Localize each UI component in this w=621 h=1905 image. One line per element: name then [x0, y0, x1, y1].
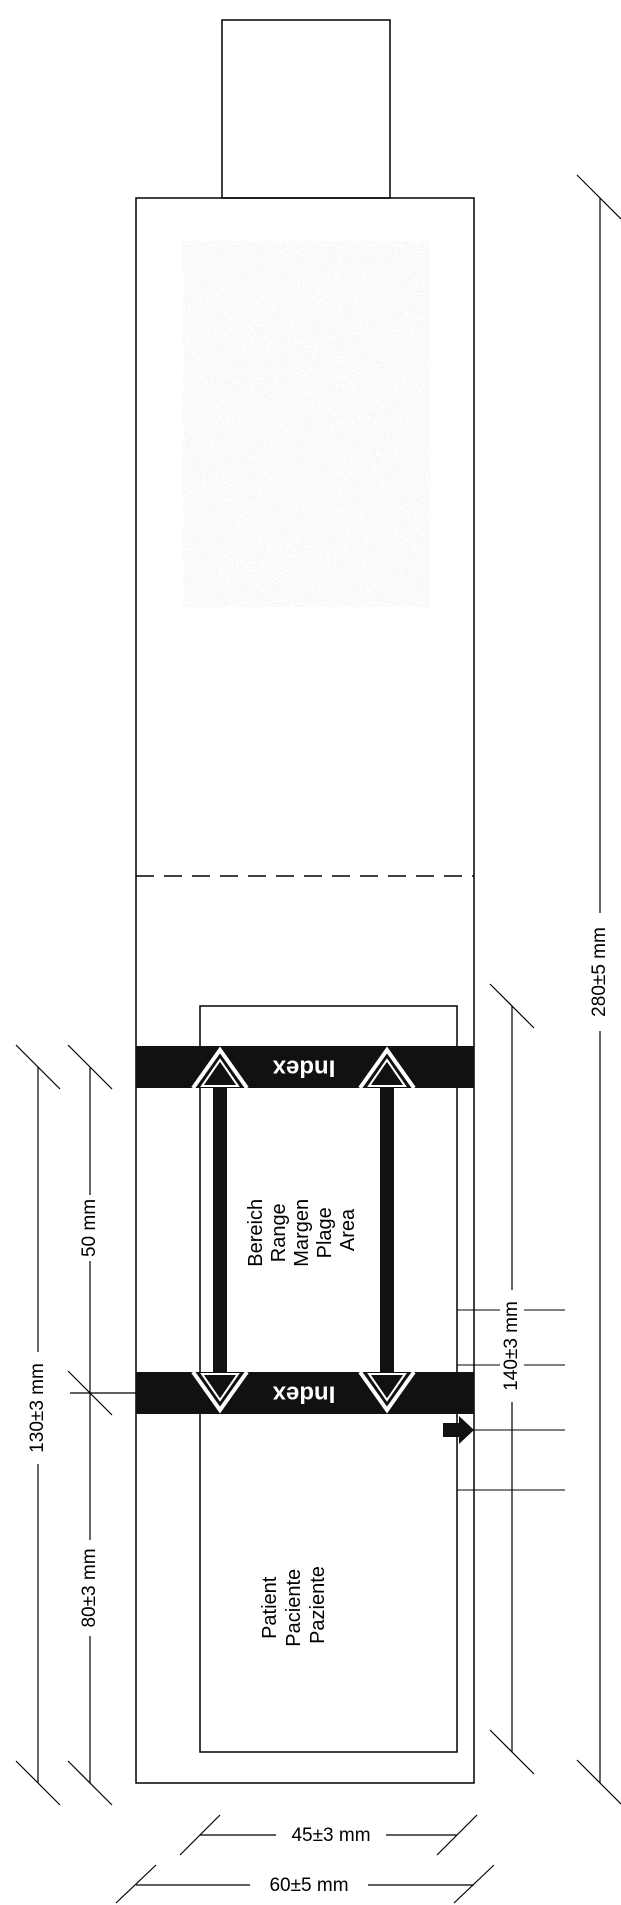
chevron-top-right	[358, 1046, 416, 1090]
top-tab	[221, 19, 391, 199]
dim-tick	[115, 1864, 157, 1904]
range-arrow-right-up	[367, 1058, 407, 1087]
range-label-line: Range	[268, 1203, 290, 1262]
dim-140-label: 140±3 mm	[501, 1301, 522, 1391]
range-label-line: Margen	[291, 1199, 313, 1267]
strip-body	[135, 197, 475, 1784]
test-pad	[182, 240, 431, 608]
dim-tick	[436, 1814, 478, 1856]
index-label-bottom: Index	[272, 1381, 335, 1408]
dim-tick	[67, 1760, 113, 1806]
index-band-top	[136, 1046, 474, 1088]
patient-label-line: Paziente	[307, 1566, 329, 1644]
position-marker-arrow	[443, 1416, 474, 1444]
index-label-top: Index	[272, 1055, 335, 1082]
dim-50-label: 50 mm	[79, 1199, 100, 1257]
chevron-bottom-left	[191, 1370, 249, 1414]
dim-tick	[15, 1760, 61, 1806]
chevron-top-left	[191, 1046, 249, 1090]
chevron-bottom-right	[358, 1370, 416, 1414]
range-arrow-left-shaft	[213, 1085, 227, 1375]
range-label-line: Area	[337, 1208, 359, 1251]
dim-tick	[453, 1864, 495, 1904]
dim-45-label: 45±3 mm	[291, 1825, 370, 1846]
dim-60-label: 60±5 mm	[269, 1875, 348, 1896]
range-label-line: Plage	[314, 1207, 336, 1258]
range-label-line: Bereich	[245, 1199, 267, 1267]
dim-tick	[489, 1729, 535, 1775]
dim-tick	[15, 1044, 61, 1090]
dim-130-label: 130±3 mm	[27, 1363, 48, 1453]
range-label: Bereich Range Margen Plage Area	[245, 1193, 359, 1266]
patient-label: Patient Paciente Paziente	[259, 1563, 329, 1646]
dim-tick	[179, 1814, 221, 1856]
range-arrow-right-down	[367, 1373, 407, 1402]
dim-280-label: 280±5 mm	[589, 927, 610, 1017]
patient-label-line: Paciente	[283, 1569, 305, 1647]
range-arrow-left-down	[200, 1373, 240, 1402]
index-band-bottom	[136, 1372, 474, 1414]
range-arrow-left-up	[200, 1058, 240, 1087]
dim-80-label: 80±3 mm	[79, 1548, 100, 1627]
range-arrow-right-shaft	[380, 1085, 394, 1375]
dim-tick	[576, 1759, 621, 1805]
dim-tick	[576, 174, 621, 220]
dim-tick	[489, 983, 535, 1029]
patient-label-line: Patient	[259, 1576, 281, 1639]
dim-tick	[67, 1044, 113, 1090]
